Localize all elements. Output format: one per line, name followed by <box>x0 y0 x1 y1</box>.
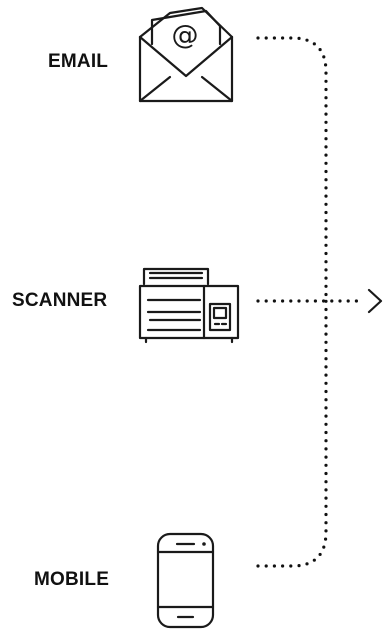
scanner-icon <box>138 267 240 344</box>
email-label: EMAIL <box>48 51 109 72</box>
envelope-icon: @ <box>138 6 234 103</box>
arrowhead-icon <box>367 288 383 314</box>
at-symbol: @ <box>172 20 199 51</box>
email-connector <box>256 36 328 302</box>
mobile-label: MOBILE <box>34 569 110 590</box>
dotted-connectors <box>256 36 364 568</box>
mobile-connector <box>256 298 328 568</box>
scanner-label: SCANNER <box>12 290 108 311</box>
smartphone-icon <box>156 532 215 629</box>
